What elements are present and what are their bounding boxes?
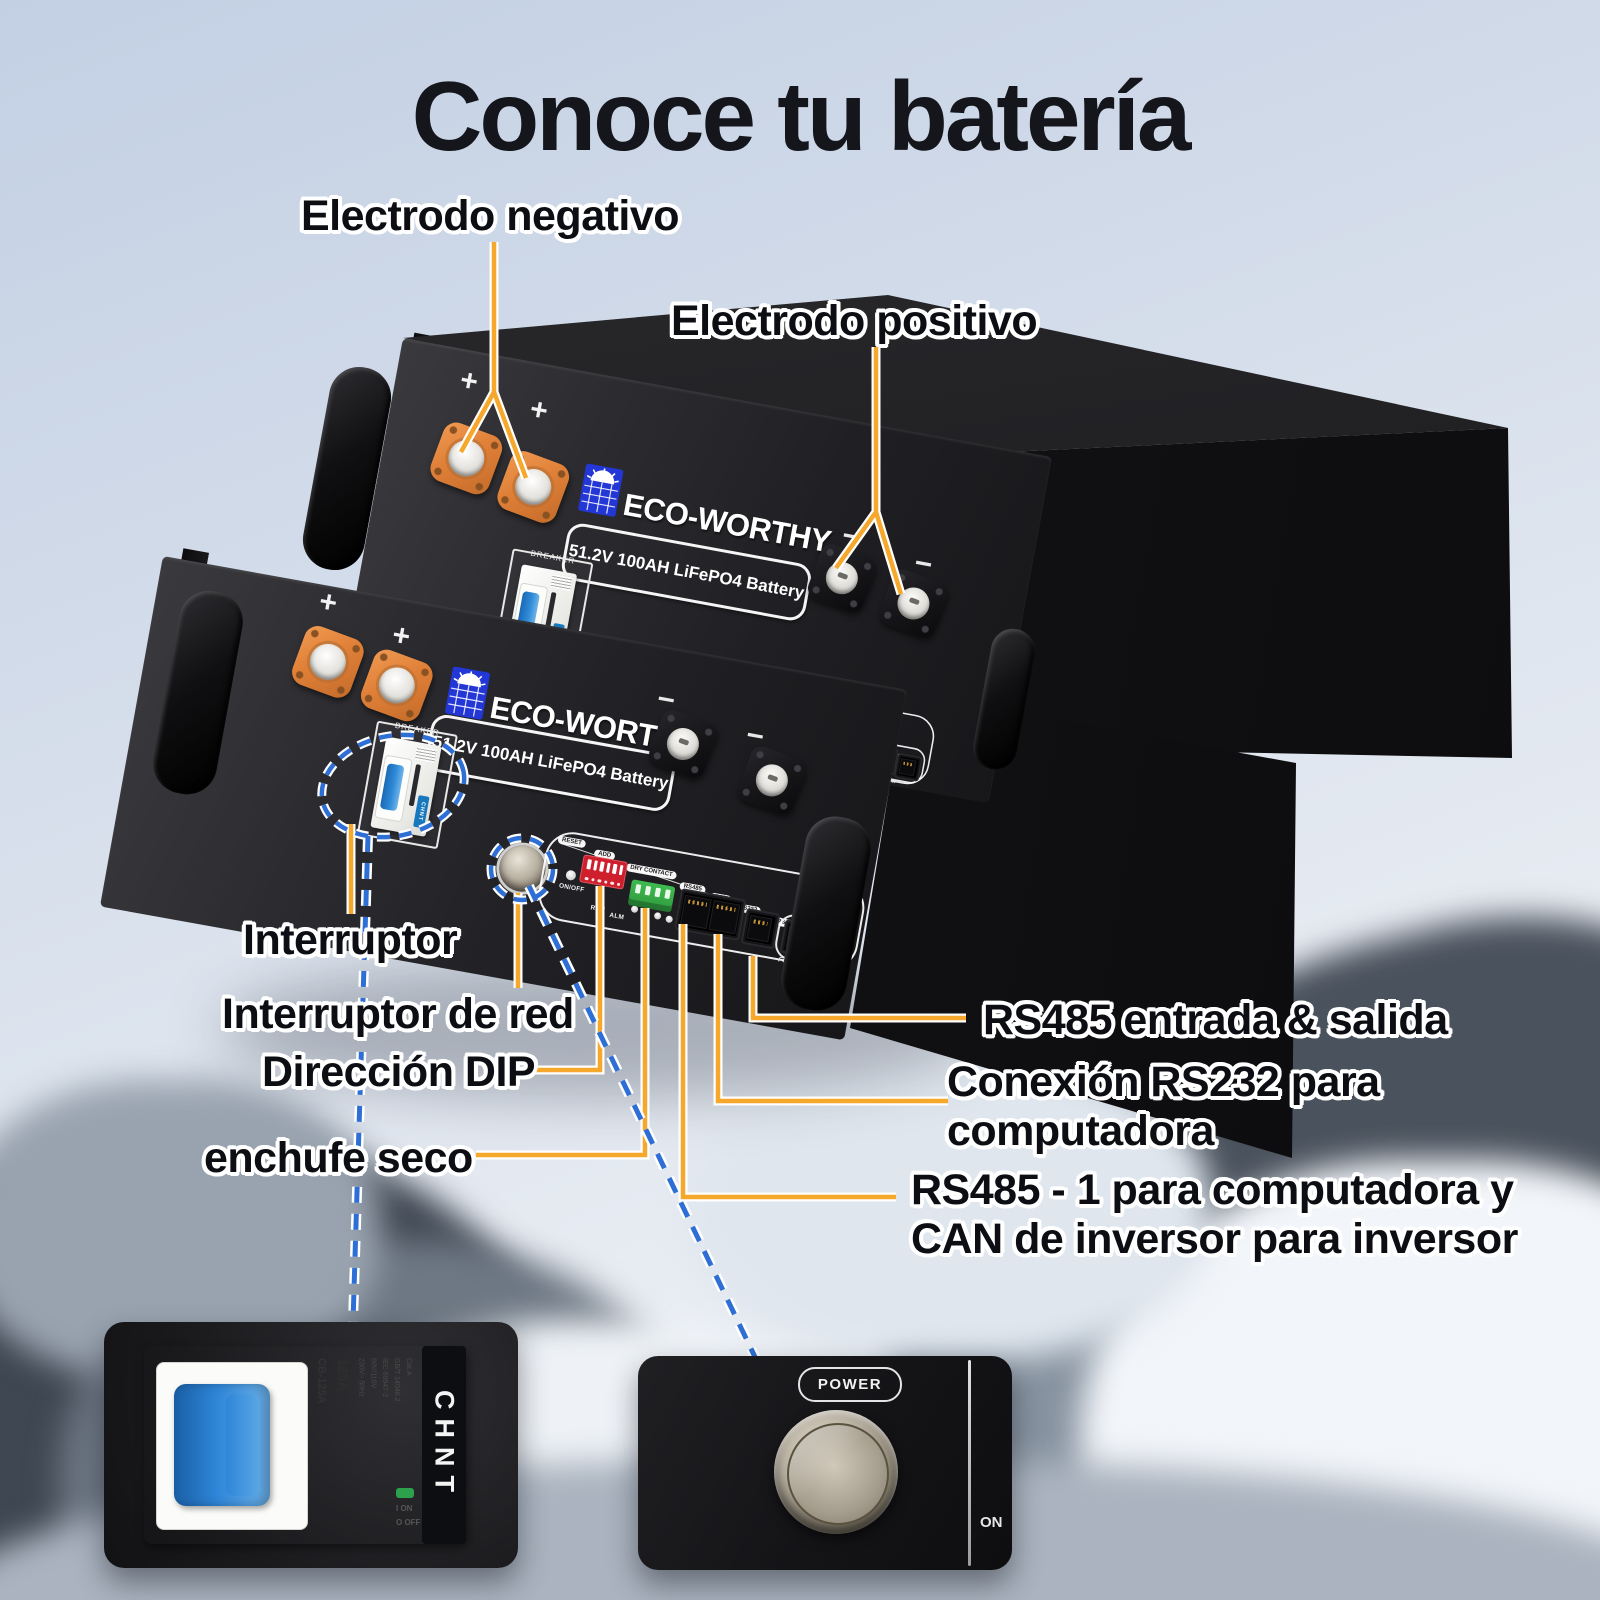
power-inset-link-line <box>526 884 770 1384</box>
bottom-battery-front-face: + + ECO-WORTHY 51.2V 100AH LiFePO4 Batte… <box>99 556 908 1041</box>
label-interruptor: Interruptor <box>243 916 458 964</box>
top-battery-front-face: + + ECO-WORTHY 51.2V 100AH LiFePO4 Batte… <box>339 338 1053 804</box>
breaker-detail-inset: CB-125A 125A 230V~ 50Hz 60V/110V IEC 609… <box>104 1322 518 1568</box>
power-push-button <box>774 1410 898 1534</box>
label-rs485-1-can: RS485 - 1 para computadora y CAN de inve… <box>911 1166 1518 1264</box>
power-label-pill: POWER <box>798 1367 902 1402</box>
label-interruptor-de-red: Interruptor de red <box>222 990 574 1038</box>
breaker-body: CB-125A 125A 230V~ 50Hz 60V/110V IEC 609… <box>144 1346 466 1544</box>
solar-panel-icon <box>578 463 624 517</box>
orange-leader-lines <box>348 242 966 1200</box>
power-magnifier-circle <box>488 835 556 903</box>
panel-edge-line <box>968 1360 971 1566</box>
label-direccion-dip: Dirección DIP <box>262 1048 536 1096</box>
label-conexion-rs232: Conexión RS232 para computadora <box>947 1058 1380 1156</box>
breaker-on-mark: I ON <box>396 1504 413 1513</box>
blue-dashed-lines <box>319 732 770 1384</box>
breaker-magnifier-ellipse <box>319 732 467 840</box>
breaker-indicator <box>396 1488 414 1498</box>
label-enchufe-seco: enchufe seco <box>204 1134 473 1182</box>
breaker-specs: CB-125A 125A 230V~ 50Hz 60V/110V IEC 609… <box>315 1358 412 1404</box>
breaker-lever <box>174 1384 270 1506</box>
breaker-off-mark: O OFF <box>396 1518 421 1527</box>
label-electrodo-negativo: Electrodo negativo <box>301 192 680 240</box>
power-button-inset: POWER ON <box>638 1356 1012 1570</box>
on-marking: ON <box>980 1514 1003 1531</box>
mountain-blob <box>690 1060 1210 1360</box>
label-rs485-entrada-salida: RS485 entrada & salida <box>983 996 1448 1044</box>
page-title: Conoce tu batería <box>411 61 1192 171</box>
solar-panel-icon <box>445 666 491 720</box>
label-electrodo-positivo: Electrodo positivo <box>671 297 1038 345</box>
breaker-inset-link-line <box>350 835 371 1323</box>
power-button-face <box>787 1423 889 1525</box>
chint-brand-tag: CHNT <box>422 1346 466 1544</box>
